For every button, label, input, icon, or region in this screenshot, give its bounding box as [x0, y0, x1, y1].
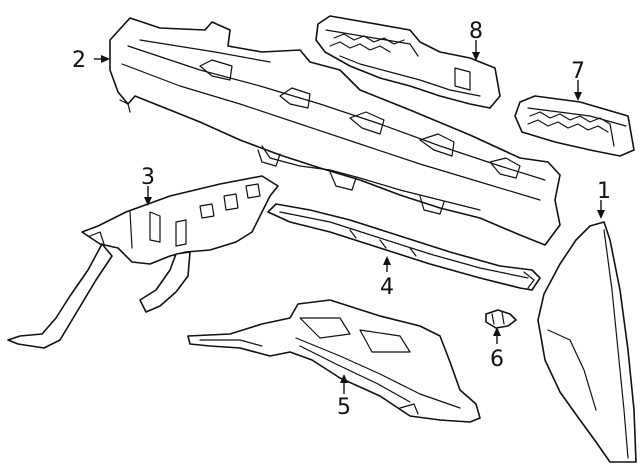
callout-1: 1	[597, 179, 611, 204]
callout-2: 2	[72, 48, 86, 73]
part-4-trim-strip	[267, 203, 541, 291]
arrow-8	[472, 52, 480, 61]
callout-7: 7	[571, 59, 585, 84]
part-2-reinforcement-beam	[109, 17, 561, 246]
arrow-6	[493, 327, 501, 336]
arrow-2	[101, 55, 110, 63]
callout-5: 5	[337, 395, 351, 420]
part-8-vent-duct	[315, 15, 501, 109]
callout-4: 4	[380, 275, 394, 300]
arrow-7	[574, 92, 582, 101]
callout-8: 8	[469, 19, 483, 44]
arrow-4	[383, 256, 391, 265]
part-5-lower-duct	[187, 299, 481, 423]
part-1-end-panel	[537, 221, 637, 463]
callout-3: 3	[141, 165, 155, 190]
arrow-5	[340, 374, 348, 383]
leader-lines	[94, 40, 605, 394]
arrow-1	[597, 210, 605, 219]
arrow-3	[144, 197, 152, 206]
callout-6: 6	[490, 347, 504, 372]
callouts: 1 2 3 4 5 6 7 8	[72, 19, 611, 420]
part-6-clip	[485, 309, 517, 329]
part-3-bracket	[7, 175, 279, 349]
part-7-side-vent	[514, 95, 635, 157]
